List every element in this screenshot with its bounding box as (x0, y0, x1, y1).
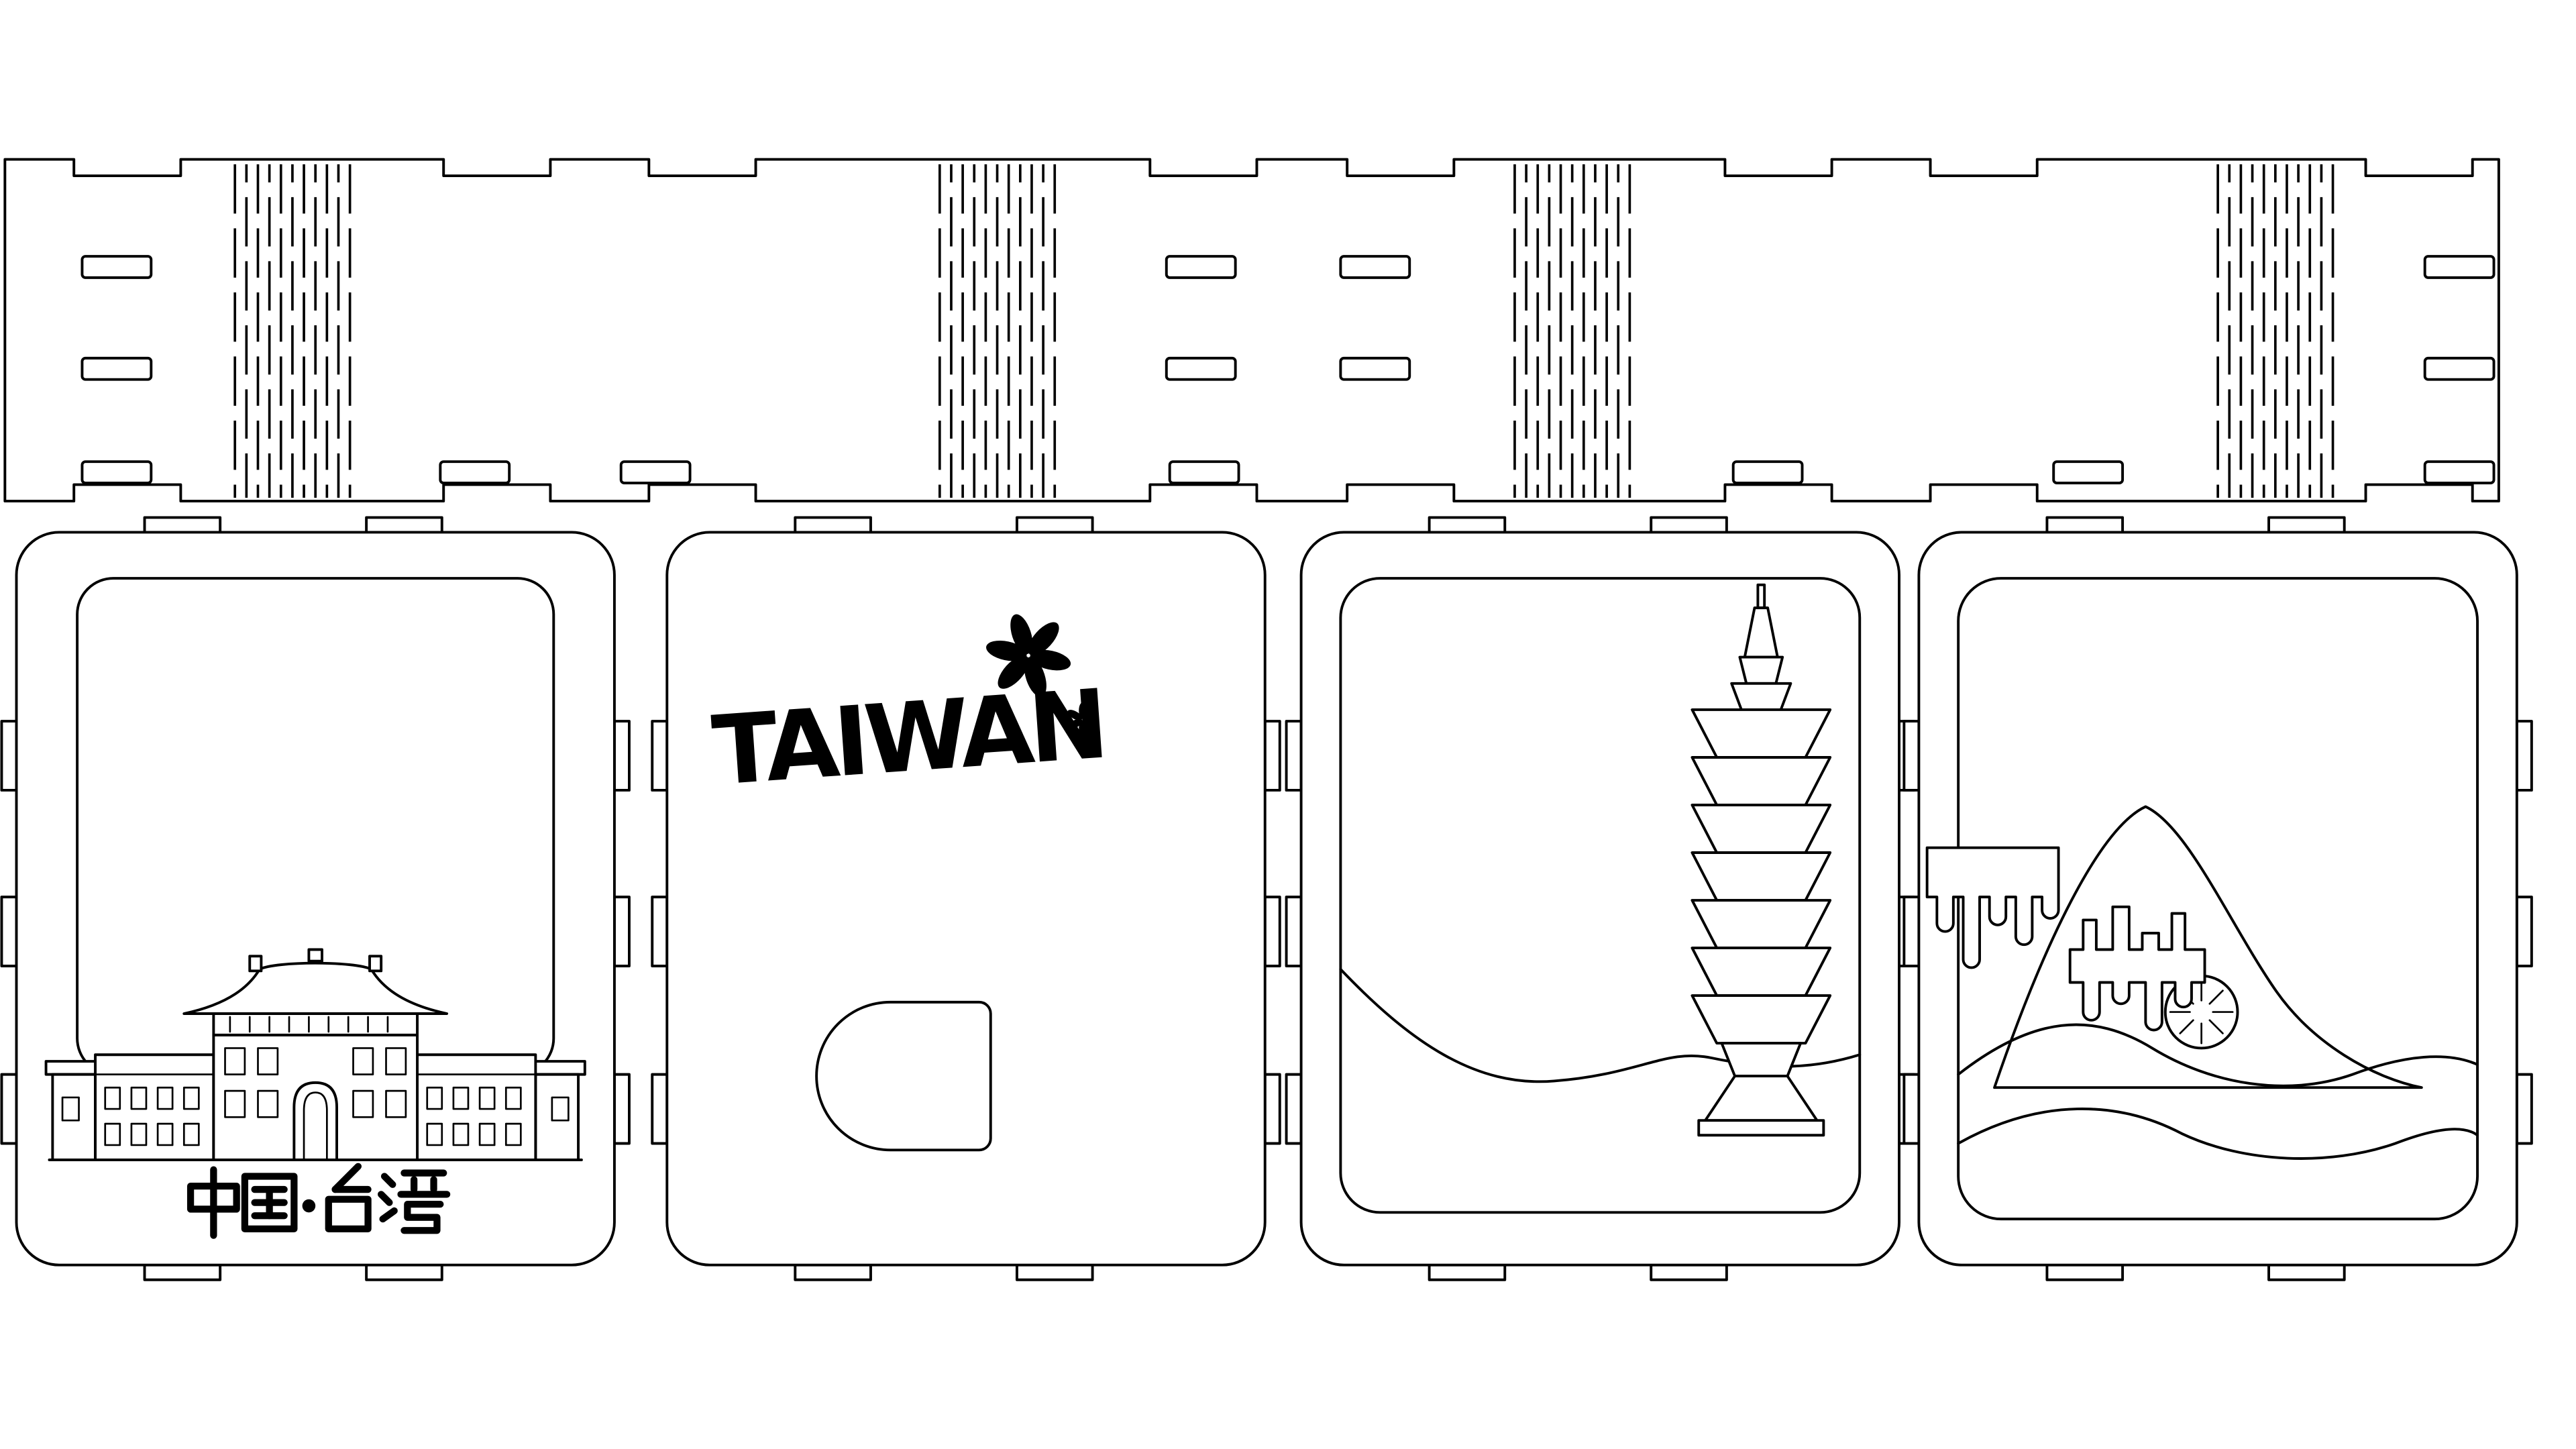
window (352, 1089, 374, 1118)
window (257, 1089, 279, 1118)
glyph-zhong (186, 1166, 240, 1239)
window (130, 1086, 148, 1110)
window (352, 1047, 374, 1075)
pavilion-roof (527, 1060, 586, 1076)
slot (1731, 460, 1804, 484)
window (504, 1086, 522, 1110)
ridge-ornament (368, 955, 383, 973)
spire-tip (1756, 583, 1766, 610)
glyph-wan (378, 1169, 451, 1234)
window (61, 1096, 80, 1122)
ridge-finial (307, 948, 323, 963)
window (130, 1122, 148, 1146)
window (104, 1086, 121, 1110)
left-wing-windows (104, 1086, 200, 1146)
glyph-guo (241, 1173, 298, 1232)
window (551, 1096, 570, 1122)
inner-frame (1957, 577, 2479, 1221)
inner-frame (1339, 577, 1862, 1214)
mountain (1993, 805, 2423, 1089)
panel-mountain-scene (1902, 516, 2533, 1281)
separator-dot (302, 1199, 316, 1213)
slot (439, 460, 511, 484)
slot (1339, 356, 1411, 381)
slot (80, 460, 153, 484)
window (504, 1122, 522, 1146)
window (182, 1122, 200, 1146)
window (452, 1086, 470, 1110)
tier (1690, 756, 1832, 806)
panel-memorial (0, 516, 631, 1281)
right-wing (416, 1053, 537, 1161)
pavilion-body (51, 1073, 97, 1161)
panel-taipei-101 (1285, 516, 1916, 1281)
hip-roof (182, 961, 449, 1015)
window (156, 1122, 174, 1146)
pavilion-body (534, 1073, 580, 1161)
slot (1339, 255, 1411, 279)
strip-outline (3, 158, 2500, 502)
pedestal-neck (1720, 1042, 1803, 1078)
slot (80, 356, 153, 381)
tier (1690, 708, 1832, 759)
turret-upper (1738, 655, 1784, 685)
window (182, 1086, 200, 1110)
window (478, 1086, 496, 1110)
window (478, 1122, 496, 1146)
tier (1690, 851, 1832, 902)
panel-taiwan-lid: TAIWAN (651, 516, 1281, 1281)
turret-lower (1730, 682, 1792, 711)
window (452, 1122, 470, 1146)
window (385, 1089, 407, 1118)
slot (2423, 460, 2496, 484)
caption-china-taiwan (186, 1163, 451, 1239)
side-wall-strip (3, 158, 2500, 502)
window (224, 1089, 246, 1118)
window (224, 1047, 246, 1075)
window (385, 1047, 407, 1075)
facade-windows (224, 1047, 407, 1118)
bracket-ticks (229, 1016, 389, 1033)
tier (1690, 994, 1832, 1045)
tier (1690, 804, 1832, 854)
melting-skyline (2068, 905, 2206, 1032)
window (426, 1122, 443, 1146)
bracket-band (212, 1012, 419, 1036)
ridge-ornament (248, 955, 263, 973)
base-slab (1697, 1119, 1825, 1137)
wave-lower (1957, 1108, 2479, 1160)
arched-door (292, 1081, 339, 1161)
tier (1690, 899, 1832, 950)
window (257, 1047, 279, 1075)
slot (1168, 460, 1240, 484)
pavilion-roof (44, 1060, 103, 1076)
wave-upper (1957, 1023, 2479, 1087)
taipei-101-drawing (1690, 583, 1832, 1137)
left-wing (94, 1053, 215, 1161)
melting-sign (1925, 846, 2060, 969)
d-shape-cutout (815, 1000, 992, 1152)
wave-lines (1957, 1023, 2479, 1160)
window (156, 1086, 174, 1110)
right-wing-windows (426, 1086, 522, 1146)
slot (80, 255, 153, 279)
window (104, 1122, 121, 1146)
slot (619, 460, 692, 484)
panel-outline (665, 531, 1267, 1267)
slot (1165, 255, 1237, 279)
tier (1690, 947, 1832, 998)
slot (2423, 255, 2496, 279)
panel-outline (1299, 531, 1900, 1267)
arched-door-inner (303, 1091, 328, 1161)
slot (2052, 460, 2125, 484)
glyph-tai (325, 1163, 372, 1232)
slot (2423, 356, 2496, 381)
window (426, 1086, 443, 1110)
memorial-building-drawing (44, 948, 586, 1161)
slot (1165, 356, 1237, 381)
